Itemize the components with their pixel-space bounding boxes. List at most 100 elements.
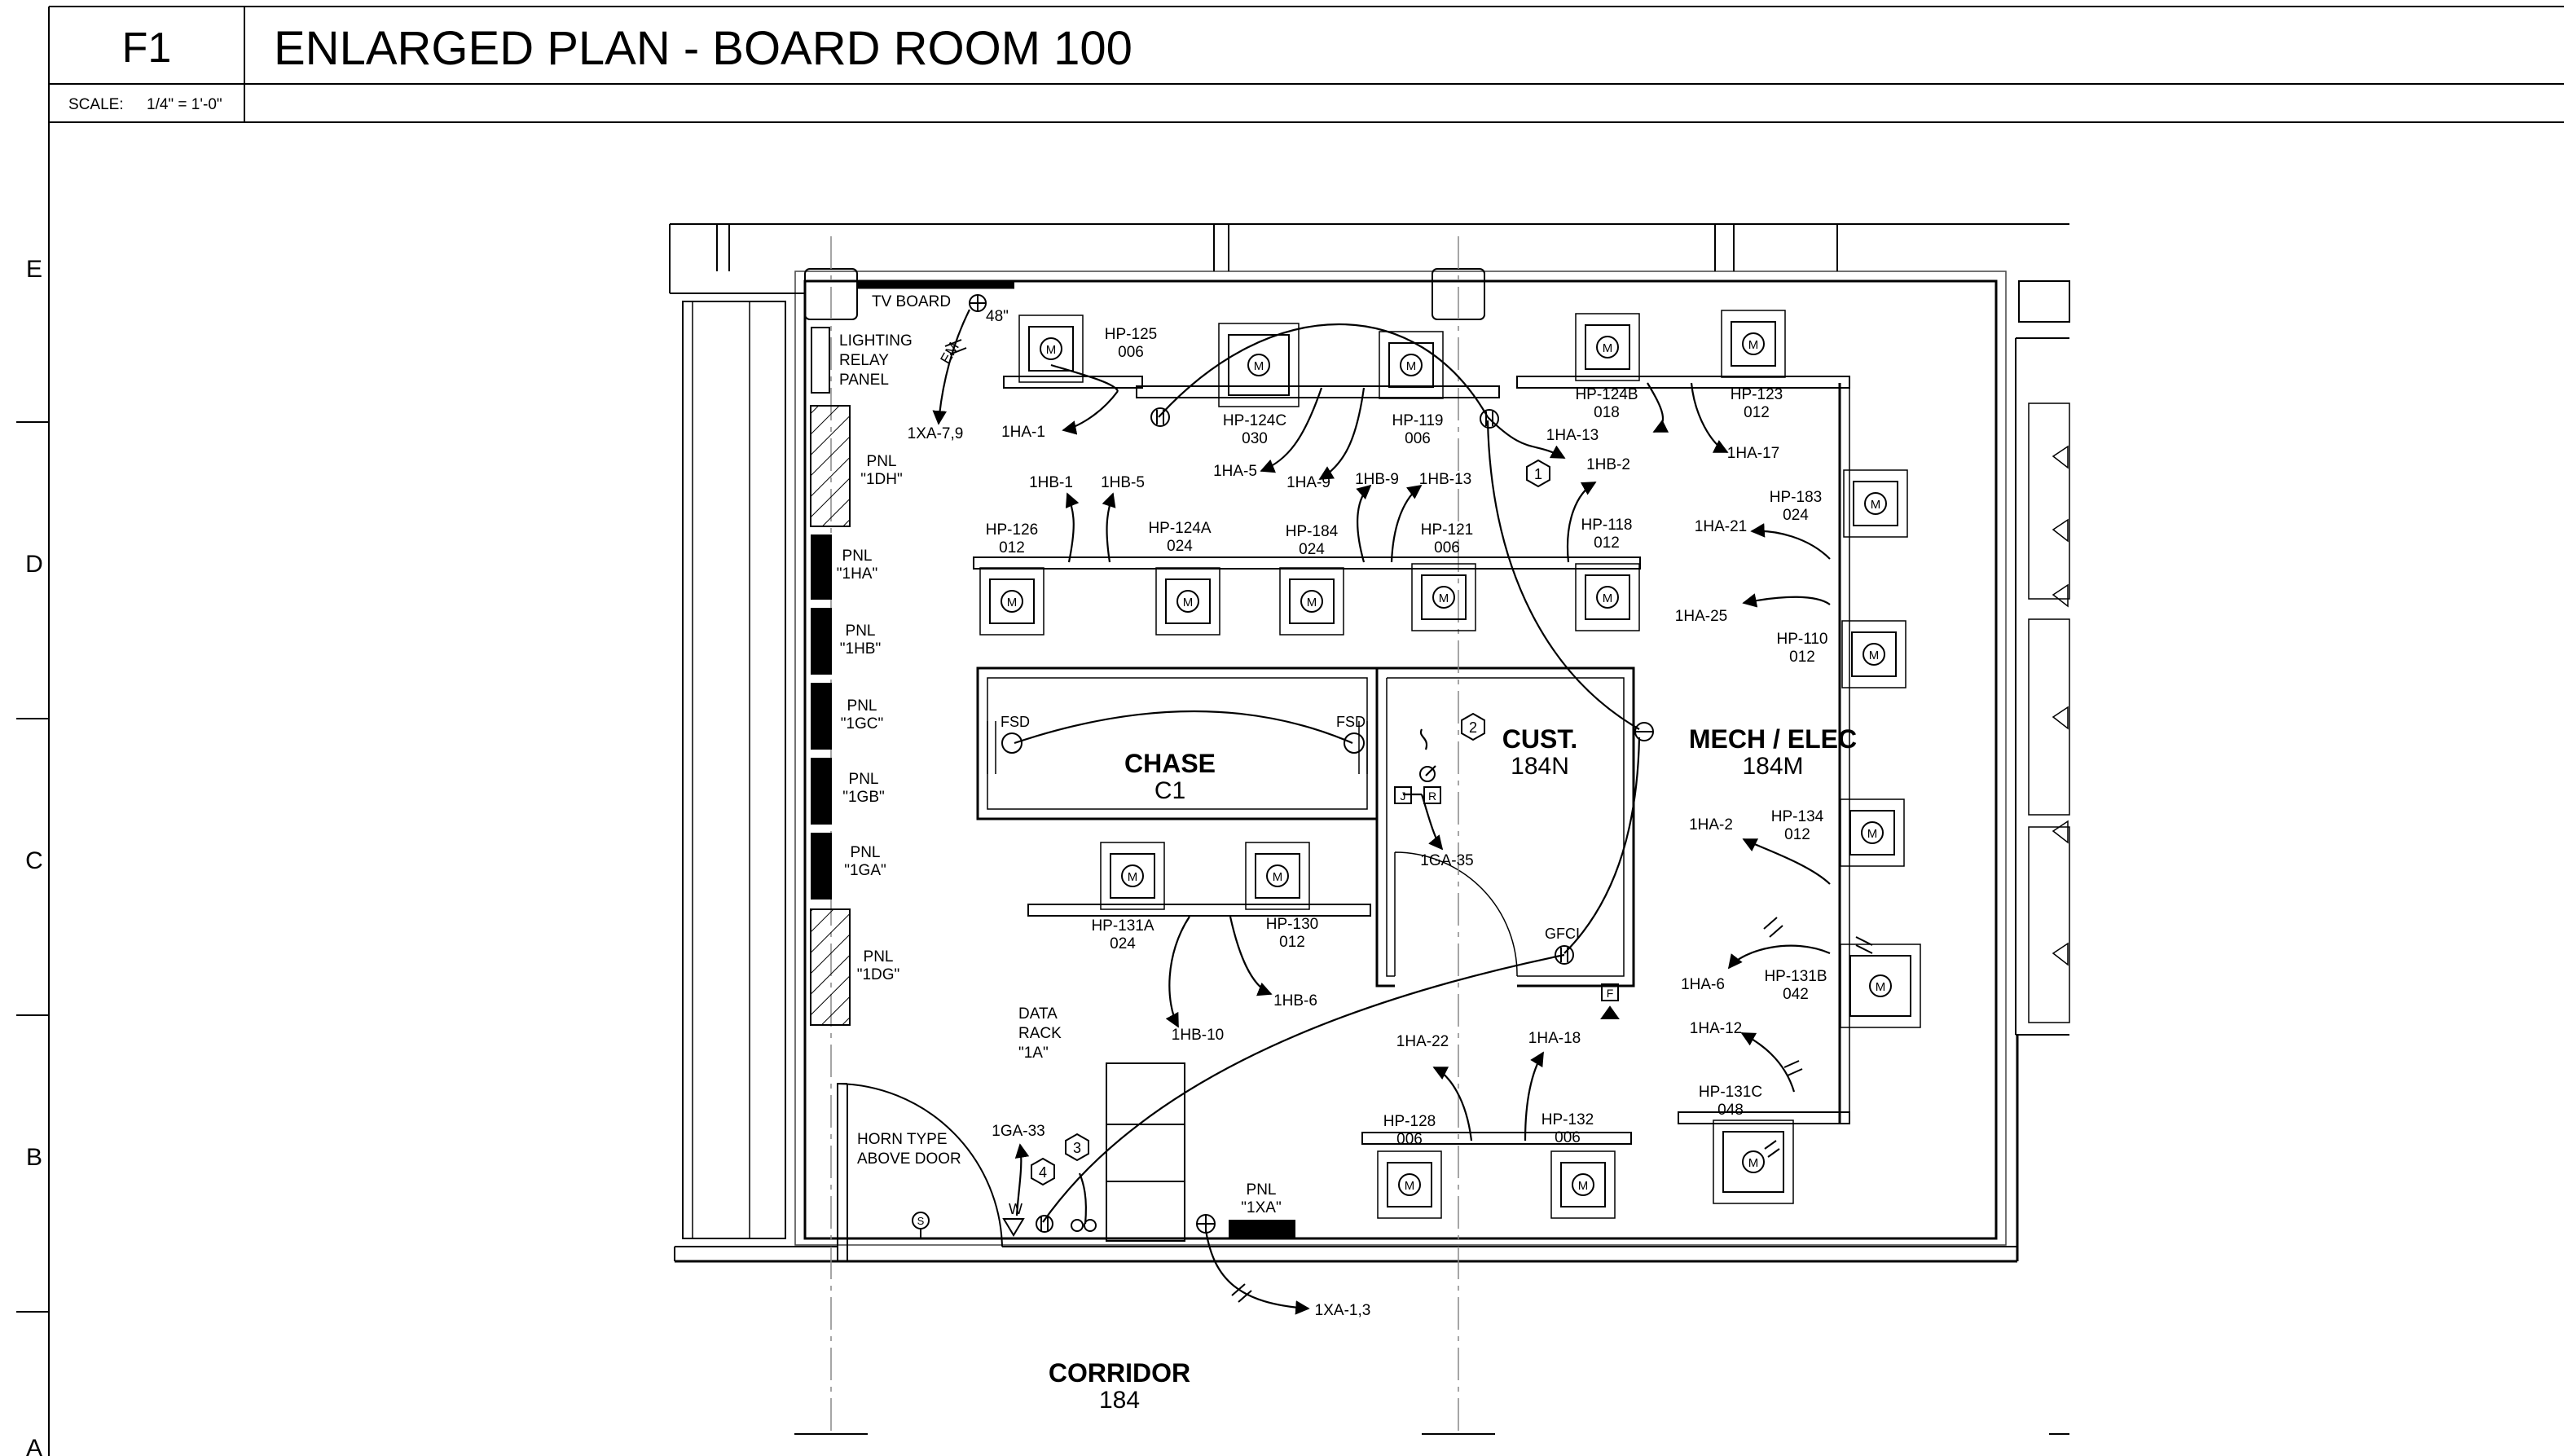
panel-1gb [811, 758, 832, 825]
motor-label: M [1307, 596, 1317, 609]
pump-tag: HP-126 [986, 521, 1038, 539]
circuit-label: 1HB-13 [1419, 471, 1471, 488]
keynote-3: 3 [1073, 1140, 1081, 1156]
junction-box-icon [1394, 786, 1412, 804]
fire-alarm-icon [1601, 983, 1619, 1001]
heat-pump-unit: M [1100, 842, 1165, 910]
data-outlet-icon [1036, 1215, 1053, 1233]
motor-icon [1398, 1173, 1421, 1196]
motor-label: M [1603, 592, 1613, 605]
pump-tag: HP-121 [1421, 521, 1473, 539]
heat-pump-unit: M [1279, 567, 1344, 636]
pump-size: 012 [1789, 649, 1815, 666]
panel-label: PNL [1247, 1181, 1277, 1199]
pump-tag: HP-124B [1575, 386, 1638, 403]
motor-label: M [1748, 338, 1759, 352]
panel-1hb [811, 608, 832, 675]
circuit-label: 1HA-21 [1695, 518, 1747, 535]
room-name-chase: CHASE [1124, 749, 1216, 778]
circuit-label: 1HA-13 [1546, 427, 1599, 444]
heat-pump-unit: M [1841, 620, 1907, 688]
pump-tag: HP-131C [1699, 1084, 1762, 1101]
wall-outlet-icon [1084, 1219, 1097, 1232]
room-number-corridor: 184 [1099, 1387, 1140, 1414]
motor-icon [1596, 336, 1619, 359]
pump-size: 012 [1279, 934, 1305, 951]
data-rack-label-1: DATA [1018, 1005, 1058, 1023]
height-48-label: 48" [986, 308, 1009, 325]
grid-letter-c: C [25, 847, 43, 874]
s-label: S [917, 1215, 925, 1227]
heat-pump-unit: M [1550, 1150, 1616, 1219]
pump-size: 006 [1405, 430, 1431, 447]
circuit-label: 1HA-22 [1396, 1033, 1449, 1050]
pump-size: 018 [1594, 404, 1620, 421]
motor-label: M [1578, 1179, 1589, 1193]
heat-pump-unit: M [1379, 331, 1444, 399]
pump-size: 030 [1242, 430, 1268, 447]
motor-label: M [1867, 827, 1878, 841]
keynote-4: 4 [1039, 1164, 1047, 1181]
keynote-1-icon [1526, 459, 1550, 488]
sheet-id: F1 [122, 24, 172, 72]
panel-label: "1GA" [844, 862, 886, 879]
heat-pump-unit: M [1840, 944, 1921, 1028]
panel-label: "1DG" [857, 966, 900, 983]
pump-tag: HP-131B [1764, 968, 1827, 985]
heat-pump-unit: M [979, 567, 1045, 636]
lighting-relay-label-2: RELAY [839, 352, 889, 369]
motor-label: M [1046, 343, 1057, 357]
room-name-cust: CUST. [1502, 724, 1577, 754]
pump-tag: HP-132 [1541, 1111, 1594, 1128]
motor-label: M [1748, 1156, 1759, 1170]
labels: CHASE C1 CUST. 184N MECH / ELEC 184M COR… [837, 293, 1857, 1414]
devices [911, 294, 1873, 1303]
motor-icon [1432, 586, 1455, 609]
keynote-3-icon [1065, 1133, 1089, 1162]
pump-size: 006 [1118, 344, 1144, 361]
heat-pump-unit: M [1575, 313, 1640, 381]
pump-size: 012 [1594, 534, 1620, 552]
gfci-outlet-icon [1555, 945, 1574, 965]
fsd-label-right: FSD [1336, 714, 1366, 730]
grid-letter-e: E [26, 256, 42, 283]
lighting-relay-label-1: LIGHTING [839, 332, 913, 350]
circuit-label: 1HA-1 [1001, 424, 1045, 441]
data-rack [1106, 1062, 1185, 1242]
motor-label: M [1254, 359, 1264, 373]
circuit-label: 1XA-1,3 [1315, 1302, 1371, 1319]
panel-label: "1GC" [841, 715, 884, 732]
pump-tag: HP-110 [1776, 631, 1827, 648]
circuit-label: 1HA-17 [1727, 445, 1779, 462]
panel-label: PNL [867, 453, 897, 470]
duplex-outlet-icon [1634, 722, 1654, 741]
circuit-label: 1GA-35 [1420, 852, 1473, 869]
motor-icon [1266, 864, 1289, 887]
em-label: EM [937, 340, 962, 367]
pump-tag: HP-125 [1105, 326, 1157, 343]
motor-label: M [1876, 980, 1886, 994]
panel-1gc [811, 683, 832, 750]
motor-label: M [1273, 870, 1283, 884]
room-number-mech-elec: 184M [1742, 753, 1803, 780]
heat-pump-unit: M [1575, 563, 1640, 631]
motor-label: M [1603, 341, 1613, 355]
pump-size: 048 [1717, 1102, 1744, 1119]
r-label: R [1428, 790, 1436, 803]
heat-pump-unit: M [1018, 315, 1084, 383]
circuit-label: 1HA-9 [1286, 474, 1330, 491]
circuit-label: 1HA-2 [1689, 816, 1733, 834]
pump-tag: HP-123 [1731, 386, 1783, 403]
circuit-label: 1HB-5 [1101, 474, 1145, 491]
wifi-icon [1002, 1218, 1025, 1237]
pump-tag: HP-128 [1383, 1113, 1436, 1130]
room-name-mech-elec: MECH / ELEC [1689, 724, 1857, 754]
circuit-label: 1HA-5 [1213, 463, 1257, 480]
panel-label: PNL [847, 697, 877, 715]
pump-tag: HP-131A [1091, 917, 1154, 935]
motor-label: M [1869, 649, 1880, 662]
panel-1ga [811, 833, 832, 900]
motor-icon [1869, 974, 1892, 997]
horn-label-1: HORN TYPE [857, 1131, 948, 1148]
j-label: J [1401, 790, 1406, 803]
